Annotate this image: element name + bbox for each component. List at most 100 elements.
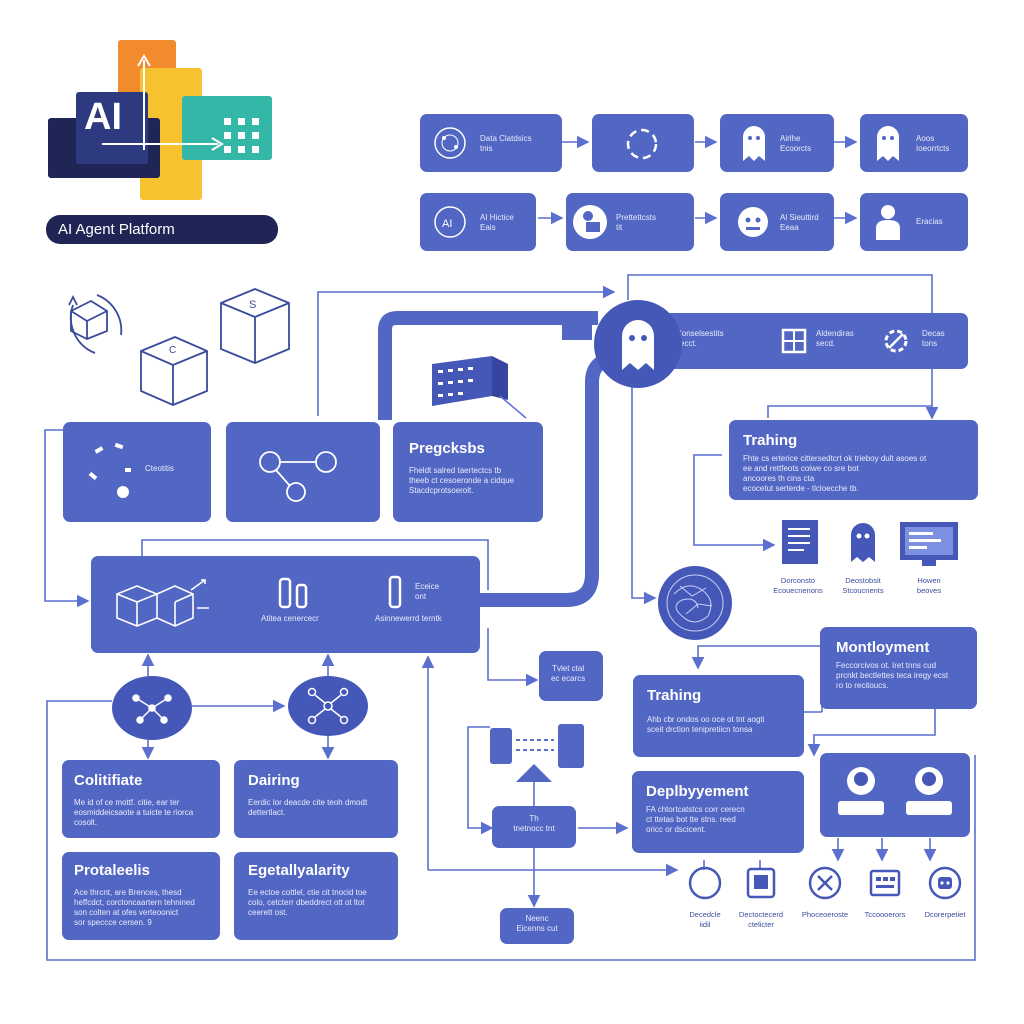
info-card-protaleelis[interactable]: Protaleelis Ace thrcnt, are Brences, the… [62, 852, 220, 940]
node-sub: tnis [480, 144, 493, 153]
caption-line: Howen [917, 576, 941, 585]
card-title: Pregcksbs [409, 440, 485, 457]
caption-line: Deostobsit [845, 576, 881, 585]
ghost-agent-icon [877, 126, 899, 161]
ai-logo: AI [46, 40, 278, 205]
node-label: Aoos [916, 134, 935, 143]
users-box[interactable] [820, 753, 970, 837]
deployment-card[interactable]: Montloyment Feccorcivos ot. Iret tnns cu… [820, 627, 977, 709]
bar-item-sub: ont [415, 592, 427, 601]
robot-face-icon [928, 866, 962, 900]
box-line: tnetnocc tnt [513, 824, 555, 833]
hub-nodes-icon [307, 687, 349, 725]
training-card[interactable]: Trahing Fhte cs erterice cittersedtcrt o… [729, 420, 978, 500]
caption-line: beoves [916, 585, 942, 595]
caption-line: Dcorerpetiet [924, 910, 966, 919]
doc-chart-icon [746, 867, 776, 899]
card-line: Stacdcprotsoerolt. [409, 486, 474, 495]
up-triangle [516, 764, 552, 782]
card-line: ecocetut serterde - tlcloecche tb. [743, 484, 859, 493]
node-sub: tit [616, 223, 623, 232]
user-workstation-icon [838, 767, 884, 815]
card-line: sceit drction tenipretiicn tonsa [647, 725, 753, 734]
cube-icons: S C [68, 288, 290, 406]
brain-circuit-icon: AI [434, 206, 466, 238]
card-line: Eerdic lor deacde cite teoh dmodt [248, 798, 368, 807]
neural-globe[interactable] [658, 566, 732, 640]
node-label: Al Sieuttird [780, 213, 819, 222]
neural-mesh-icon [666, 574, 724, 632]
deployment-card-2[interactable]: Deplbyyement FA chtortcatstcs corr cerec… [632, 771, 804, 853]
caption-line: Decedcle [689, 910, 721, 919]
scatter-card[interactable]: Cteotitis [63, 422, 211, 522]
bar-item-label: Asinnewerrd terntk [375, 614, 442, 623]
scatter-card-label: Cteotitis [145, 464, 174, 473]
ghost-agent-icon [622, 320, 654, 370]
graph-card[interactable] [226, 422, 380, 522]
box-line: Th [529, 814, 539, 823]
node-sub: Eeaa [780, 223, 799, 232]
node-label: Eracias [916, 217, 943, 226]
card-line: Me id of ce mottf. citie, ear ter [74, 798, 180, 807]
bar-item-title: Eceice [415, 582, 440, 591]
card-line: eosmiddeicsaote a tuicte te riorca [74, 808, 194, 817]
card-line: colo, cetcterr dbeddrect ott ot ltot [248, 898, 365, 907]
card-title: Dairing [248, 772, 300, 789]
card-line: Ace thrcnt, are Brences, thesd [74, 888, 182, 897]
agent-hub[interactable] [594, 300, 682, 388]
caption-line: ctelicter [748, 919, 774, 929]
card-line: Feccorcivos ot. Iret tnns cud [836, 661, 937, 670]
card-line: ceerett ost. [248, 908, 288, 917]
recycle-icon [626, 128, 658, 160]
svg-text:C: C [169, 345, 176, 356]
card-title: Trahing [743, 432, 798, 449]
preprocess-card[interactable]: Pregcksbs Fheldt salred taertectcs tb th… [393, 422, 543, 522]
user-workstation-icon [906, 767, 952, 815]
bar-item-label: Aldendiras [816, 329, 854, 338]
caption-line: Stcoucnents [842, 585, 884, 595]
card-line: Ee ectoe cottlel, ctie cit tnocid toe [248, 888, 367, 897]
caption-line: Phoceoeroste [801, 910, 849, 919]
graph-nodes-icon [259, 451, 337, 502]
pipeline-node-cycle[interactable] [592, 114, 694, 172]
node-sub: Ioeorrtcts [916, 144, 950, 153]
caption-line: Tccoooerors [864, 910, 906, 919]
card-line: heffcdct, corctoncaartern tehnined [74, 898, 195, 907]
platform-title: AI Agent Platform [46, 215, 278, 244]
data-transfer-icon [490, 724, 586, 770]
card-line: ancoores th cins cta [743, 474, 815, 483]
bar-item-label: Conselsestits [676, 329, 724, 338]
card-title: Montloyment [836, 639, 930, 656]
card-line: son colten at ofes verteoonict [74, 908, 179, 917]
node-label: Prettettcsts [616, 213, 657, 222]
box-line: Neenc [525, 914, 549, 923]
pillar-icon [388, 575, 402, 609]
network-oval[interactable] [112, 676, 192, 740]
pipeline-node-eracias[interactable]: Eracias [860, 193, 968, 251]
card-line: Fhte cs erterice cittersedtcrt ok triebo… [743, 454, 927, 463]
info-card-dairing[interactable]: Dairing Eerdic lor deacde cite teoh dmod… [234, 760, 398, 838]
robot-head-icon [738, 207, 768, 237]
card-line: dettertlact. [248, 808, 286, 817]
bar-pillars-icon [278, 577, 308, 609]
hub-oval[interactable] [288, 676, 368, 736]
training-card-2[interactable]: Trahing Ahb cbr ondos oo oce ot tnt aogt… [633, 675, 804, 757]
info-card-colitifiate[interactable]: Colitifiate Me id of ce mottf. citie, ea… [62, 760, 220, 838]
info-card-egetallyalarity[interactable]: Egetallyalarity Ee ectoe cottlel, ctie c… [234, 852, 398, 940]
card-title: Colitifiate [74, 772, 143, 789]
